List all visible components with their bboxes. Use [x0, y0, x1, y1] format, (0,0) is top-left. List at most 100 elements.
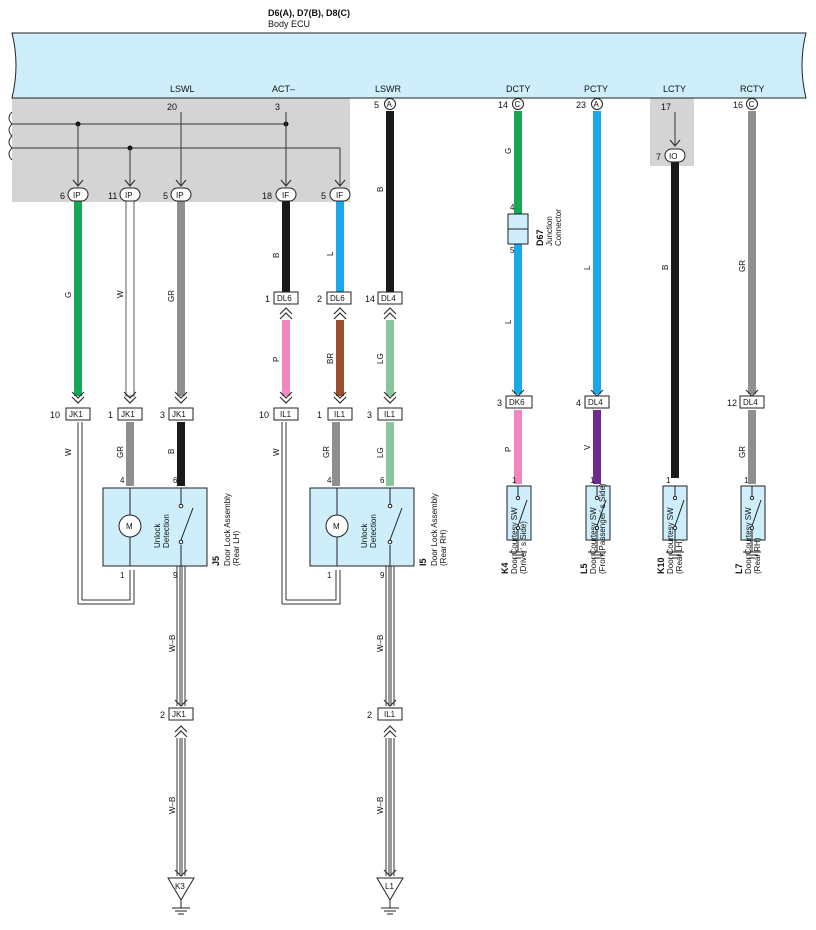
wire-p-act	[282, 320, 290, 396]
wire-w-lh	[125, 199, 135, 397]
svg-text:IL1: IL1	[384, 410, 396, 419]
terminal-lswl: LSWL	[170, 84, 195, 94]
svg-text:GR: GR	[738, 446, 747, 458]
svg-text:Door Lock Assembly: Door Lock Assembly	[430, 493, 439, 566]
dl-connectors: 1 DL6 2 DL6 14 DL4	[265, 291, 403, 305]
wire-gr-rcty-lower	[748, 410, 756, 484]
wire-lg-rh-lower	[386, 422, 394, 486]
wire-p-dcty	[514, 410, 522, 484]
terminal-dcty: DCTY	[506, 84, 531, 94]
wire-b-lh-lower	[177, 422, 185, 486]
door-courtesy-sw-k10: 1 K10 Door Courtesy SW (Rear LH)	[656, 476, 688, 574]
svg-text:DL6: DL6	[277, 294, 292, 303]
svg-text:A: A	[387, 100, 393, 109]
svg-text:6: 6	[60, 191, 65, 201]
terminal-pcty: PCTY	[584, 84, 608, 94]
svg-text:9: 9	[380, 571, 385, 580]
svg-text:4: 4	[120, 476, 125, 485]
svg-text:5: 5	[510, 246, 515, 255]
svg-text:1: 1	[108, 410, 113, 420]
svg-text:Door Courtesy SW: Door Courtesy SW	[510, 507, 519, 574]
wire-gr-lh	[177, 200, 185, 396]
svg-text:Door Lock Assembly: Door Lock Assembly	[223, 493, 232, 566]
svg-text:14: 14	[365, 294, 375, 304]
svg-text:(Front Passenger’ s Side): (Front Passenger’ s Side)	[598, 483, 607, 574]
terminal-lswr: LSWR	[375, 84, 402, 94]
wire-v-pcty	[593, 410, 601, 484]
svg-text:GR: GR	[167, 290, 176, 302]
svg-text:1: 1	[120, 571, 125, 580]
wire-b-lswr	[386, 111, 394, 292]
svg-text:IL1: IL1	[334, 410, 346, 419]
wire-gr-rh-lower	[332, 422, 340, 486]
svg-text:IF: IF	[336, 191, 343, 200]
svg-text:14: 14	[498, 100, 508, 110]
svg-text:Connector: Connector	[554, 209, 563, 246]
svg-text:12: 12	[727, 398, 737, 408]
svg-text:L: L	[504, 319, 513, 324]
svg-text:18: 18	[262, 191, 272, 201]
wire-gr-rcty	[748, 111, 756, 394]
wire-lg-lswr	[386, 320, 394, 396]
svg-text:Door Courtesy SW: Door Courtesy SW	[666, 507, 675, 574]
ecu-codes: D6(A), D7(B), D8(C)	[268, 8, 350, 18]
svg-text:LG: LG	[376, 447, 385, 458]
svg-text:GR: GR	[322, 446, 331, 458]
ecu-body	[11, 32, 807, 99]
svg-text:3: 3	[367, 410, 372, 420]
svg-text:I5: I5	[418, 558, 428, 566]
svg-text:11: 11	[108, 191, 117, 201]
svg-text:Detection: Detection	[369, 514, 378, 548]
svg-text:DL4: DL4	[743, 398, 758, 407]
svg-text:17: 17	[661, 102, 671, 112]
svg-text:A: A	[594, 100, 600, 109]
svg-text:B: B	[167, 449, 176, 454]
svg-text:D67: D67	[535, 229, 545, 246]
wire-br-act	[336, 320, 344, 396]
svg-text:(Rear LH): (Rear LH)	[675, 539, 684, 574]
svg-text:L7: L7	[734, 563, 744, 574]
svg-text:6: 6	[173, 476, 178, 485]
svg-text:7: 7	[656, 152, 661, 162]
svg-text:GR: GR	[738, 260, 747, 272]
svg-text:M: M	[333, 522, 340, 531]
svg-text:L1: L1	[385, 882, 394, 891]
svg-text:JK1: JK1	[121, 410, 135, 419]
svg-text:C: C	[749, 100, 755, 109]
svg-text:Unlock: Unlock	[360, 523, 369, 548]
svg-text:W–B: W–B	[376, 635, 385, 652]
svg-text:P: P	[272, 357, 281, 362]
wire-l-dcty	[514, 244, 522, 394]
svg-text:DL6: DL6	[330, 294, 345, 303]
svg-text:K10: K10	[656, 557, 666, 574]
svg-text:1: 1	[744, 476, 749, 485]
svg-text:20: 20	[167, 102, 177, 112]
svg-text:Junction: Junction	[545, 216, 554, 246]
svg-text:2: 2	[317, 294, 322, 304]
lower-connectors: 2 JK1 2 IL1	[160, 707, 403, 721]
svg-text:C: C	[515, 100, 521, 109]
svg-text:Unlock: Unlock	[153, 523, 162, 548]
wire-b-act	[282, 200, 290, 292]
wire-l-act	[336, 200, 344, 292]
svg-text:BR: BR	[326, 353, 335, 364]
svg-text:(Rear RH): (Rear RH)	[439, 529, 448, 566]
terminal-act: ACT–	[272, 84, 295, 94]
svg-text:W–B: W–B	[168, 797, 177, 814]
svg-text:V: V	[583, 444, 592, 450]
ecu-name: Body ECU	[268, 19, 310, 29]
svg-text:W: W	[64, 448, 73, 456]
wire-labels-wb: W–B W–B W–B W–B	[168, 635, 385, 814]
svg-text:B: B	[272, 253, 281, 258]
svg-text:(Driver’ s Side): (Driver’ s Side)	[519, 521, 528, 574]
svg-text:3: 3	[160, 410, 165, 420]
svg-text:1: 1	[265, 294, 270, 304]
svg-text:L: L	[583, 265, 592, 270]
svg-text:IO: IO	[669, 152, 677, 161]
svg-text:5: 5	[321, 191, 326, 201]
svg-text:M: M	[126, 522, 133, 531]
svg-text:IL1: IL1	[384, 710, 396, 719]
svg-text:9: 9	[173, 571, 178, 580]
svg-text:1: 1	[327, 571, 332, 580]
terminal-rcty: RCTY	[740, 84, 765, 94]
